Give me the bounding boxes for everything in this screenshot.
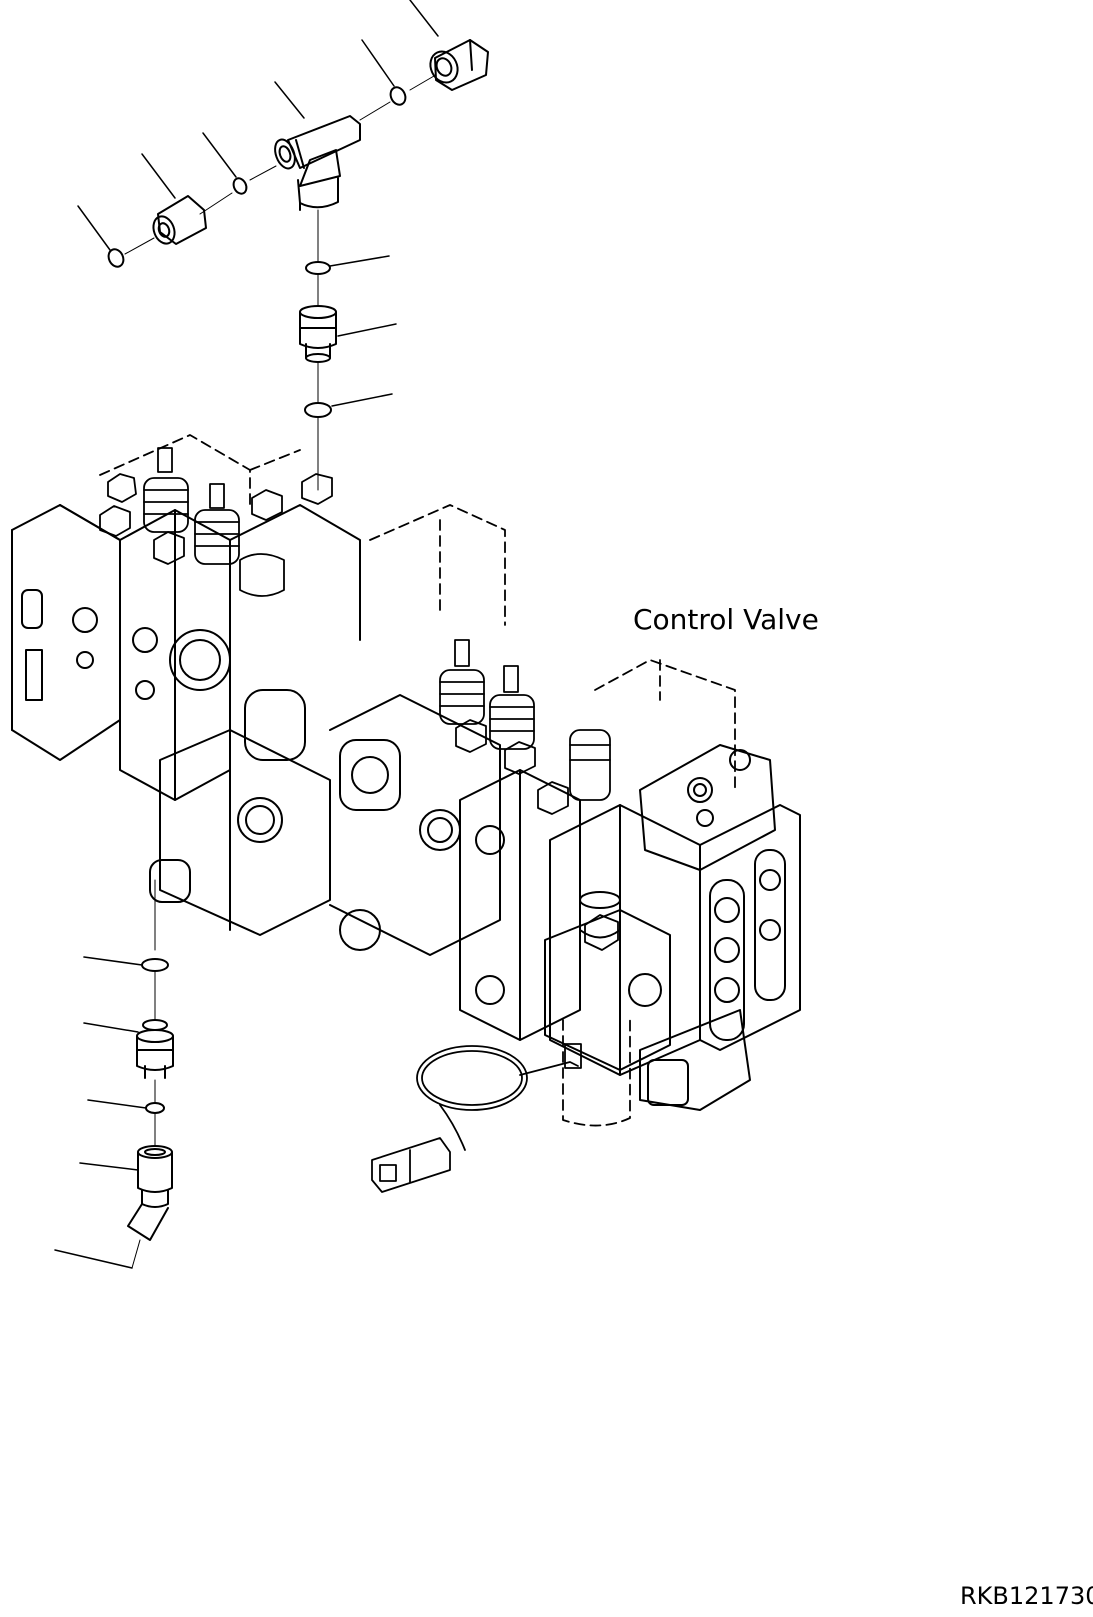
- leader-lines-stack: [329, 255, 397, 407]
- control-valve-label: Control Valve: [633, 603, 819, 636]
- drawing-code-label: RKB121730: [960, 1582, 1093, 1610]
- leader-lines-upper: [77, 0, 439, 251]
- control-valve-body: [11, 434, 801, 1127]
- o-ring-4: [305, 261, 331, 275]
- connector-nut-left: [152, 195, 207, 245]
- port-fitting: [149, 859, 191, 903]
- wire-connector: [371, 1137, 451, 1193]
- adapter-lower: [136, 1019, 174, 1079]
- vertical-fitting-stack: [299, 209, 337, 491]
- sensor-harness: [371, 1043, 582, 1193]
- o-ring-7: [145, 1102, 165, 1114]
- leader-lines-lower: [54, 956, 147, 1269]
- o-ring-3: [107, 248, 125, 268]
- tee-fitting: [274, 115, 361, 211]
- o-ring-5: [304, 402, 332, 418]
- o-ring-6: [141, 958, 169, 972]
- nut-top: [429, 39, 489, 91]
- upper-fitting-assembly: [107, 39, 489, 268]
- relief-valves: [143, 447, 611, 801]
- assembly-axis-upper: [124, 75, 435, 255]
- adapter-upper: [299, 305, 337, 363]
- elbow-fitting: [127, 1145, 173, 1241]
- hex-plugs: [99, 473, 619, 951]
- lower-fitting-assembly: [127, 859, 191, 1269]
- o-ring-2: [232, 177, 248, 195]
- o-ring-1: [389, 86, 407, 106]
